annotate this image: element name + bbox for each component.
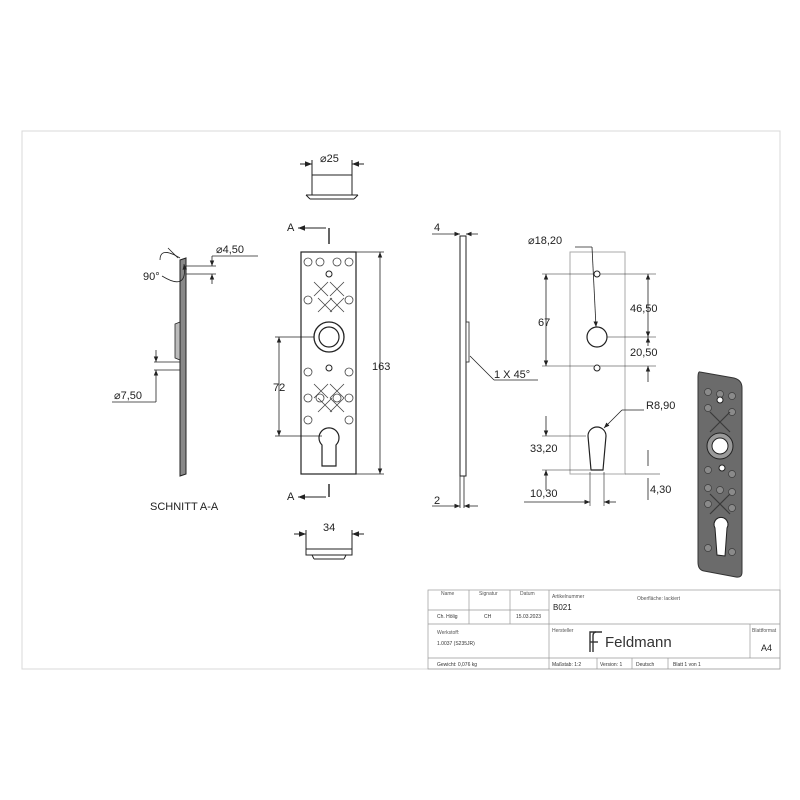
tb-signatur-value: CH (484, 614, 492, 620)
tb-header-name: Name (441, 591, 455, 597)
back-cylinder-keyhole (587, 426, 607, 471)
dim-height-line (356, 251, 384, 475)
top-view-boss (300, 160, 364, 200)
feldmann-logo-icon (589, 631, 602, 652)
dim-chamfer: 1 X 45° (494, 369, 530, 381)
dim-section-angle: 90° (143, 271, 160, 283)
dim-radius: R8,90 (646, 400, 675, 412)
dim-spacing-line (275, 336, 322, 437)
section-label-top: A (287, 222, 295, 234)
iso-pattern (704, 388, 736, 556)
dim-section-bottom-hole: ⌀7,50 (114, 390, 142, 402)
iso-cylinder-keyhole (713, 516, 729, 557)
section-view: 90° ⌀4,50 ⌀7,50 SCHNITT A-A (112, 244, 258, 513)
sheet-frame (21, 130, 781, 670)
tb-header-oberflaeche: Oberfläche: lackiert (637, 596, 681, 602)
tb-blatt: Blatt 1 von 1 (673, 662, 701, 668)
iso-plate (697, 371, 743, 578)
tb-version: Version: 1 (600, 662, 622, 668)
dim-hole-spacing: 72 (273, 382, 285, 394)
section-boss-profile (174, 321, 181, 361)
tb-massstab: Maßstab: 1:2 (552, 662, 581, 668)
dim-bottom-width: 34 (323, 522, 335, 534)
dim-big-hole-diameter: ⌀18,20 (528, 235, 562, 247)
tb-blattformat-value: A4 (761, 643, 772, 653)
section-label-bottom: A (287, 491, 295, 503)
iso-big-hole (711, 437, 729, 455)
section-caption: SCHNITT A-A (150, 501, 219, 513)
tb-werkstoff-value: 1.0037 (S235JR) (437, 641, 475, 647)
iso-small-hole-top (716, 396, 724, 404)
dim-67: 67 (538, 317, 550, 329)
dim-46-50: 46,50 (630, 303, 658, 315)
tb-datum-value: 15.03.2023 (516, 614, 541, 620)
dim-thickness-top: 4 (434, 222, 440, 234)
back-small-hole-middle (593, 364, 601, 372)
small-hole-middle (325, 364, 333, 372)
tb-name-value: Ch. Hölig (437, 614, 458, 620)
tb-sprache: Deutsch (636, 662, 655, 668)
big-hole (318, 326, 340, 348)
section-plate-profile (179, 257, 187, 477)
title-block (427, 589, 781, 670)
isometric-view (697, 371, 743, 578)
side-view: 4 2 1 X 45° (432, 222, 538, 509)
bottom-view-boss (294, 530, 364, 560)
back-view: ⌀18,20 67 46,50 20,50 R8,90 33,20 (524, 235, 675, 506)
front-view: ⌀25 A A (273, 153, 390, 560)
small-hole-top (325, 270, 333, 278)
tb-artikelnummer-value: B021 (553, 603, 572, 612)
tb-header-artikelnummer: Artikelnummer (552, 594, 585, 600)
dim-20-50: 20,50 (630, 347, 658, 359)
escutcheon-plate-back (569, 251, 626, 475)
dim-33-20: 33,20 (530, 443, 558, 455)
tb-blattformat-label: Blattformat (752, 628, 777, 634)
iso-small-hole-middle (718, 464, 726, 472)
plate-pattern (303, 257, 354, 425)
dim-10-30: 10,30 (530, 488, 558, 500)
tb-hersteller-label: Hersteller (552, 628, 574, 634)
dim-section-hole: ⌀4,50 (216, 244, 244, 256)
dim-thickness-bottom: 2 (434, 495, 440, 507)
dim-top-diameter: ⌀25 (320, 153, 339, 165)
side-plate-profile (459, 235, 467, 477)
tb-gewicht: Gewicht: 0,076 kg (437, 662, 477, 668)
tb-header-datum: Datum (520, 591, 535, 597)
cylinder-keyhole-front (318, 427, 340, 467)
dim-4-30: 4,30 (650, 484, 671, 496)
dim-height: 163 (372, 361, 390, 373)
tb-logo-text: Feldmann (605, 634, 672, 651)
tb-werkstoff-label: Werkstoff: (437, 630, 459, 636)
tb-header-signatur: Signatur (479, 591, 498, 597)
